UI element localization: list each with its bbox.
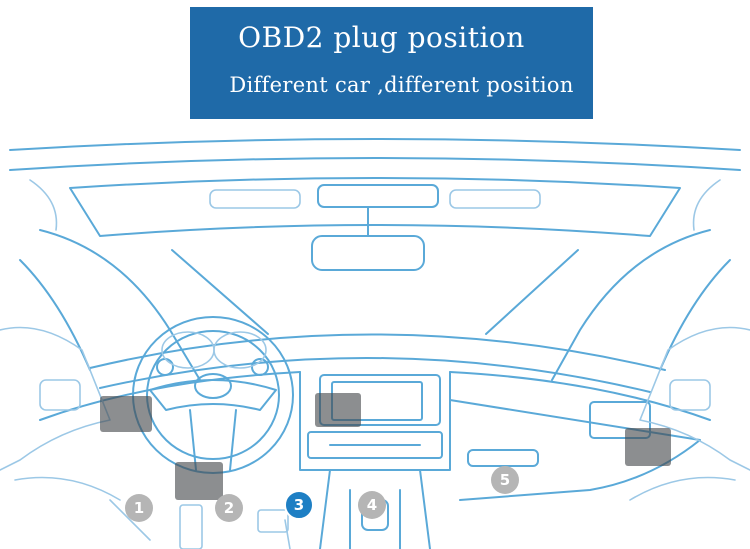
obd-marker-center-stack: [315, 393, 361, 427]
pillar-details: [30, 180, 720, 230]
position-badge-2: 2: [215, 494, 243, 522]
badge-label-3: 3: [294, 496, 304, 514]
badge-label-4: 4: [367, 496, 377, 514]
obd-marker-left-dash: [100, 396, 152, 432]
obd-marker-passenger-side: [625, 428, 671, 466]
badge-label-1: 1: [134, 499, 144, 517]
rearview-mirror: [312, 185, 438, 270]
position-badge-3: 3: [285, 491, 313, 519]
position-badge-1: 1: [125, 494, 153, 522]
steering-wheel: [133, 317, 293, 473]
position-badge-4: 4: [358, 491, 386, 519]
obd-location-markers: [100, 393, 671, 500]
badge-label-5: 5: [500, 471, 510, 489]
position-badge-5: 5: [491, 466, 519, 494]
badge-label-2: 2: [224, 499, 234, 517]
obd-marker-steering-column: [175, 462, 223, 500]
windshield-frame: [10, 139, 740, 380]
